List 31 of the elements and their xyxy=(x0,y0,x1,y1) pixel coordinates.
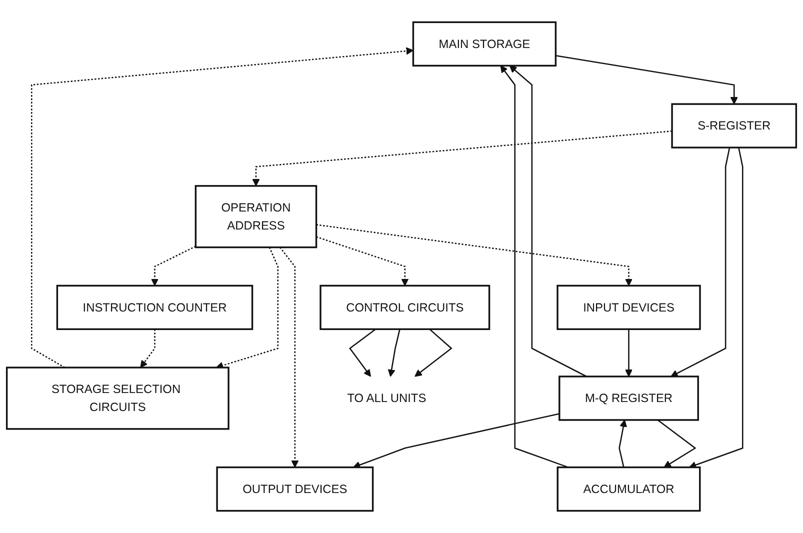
arrow xyxy=(670,147,730,377)
node-box: M-Q REGISTER xyxy=(558,376,699,421)
arrow xyxy=(151,246,196,286)
arrow xyxy=(316,236,409,286)
node-box: CONTROL CIRCUITS xyxy=(320,284,490,330)
node-box: OUTPUT DEVICES xyxy=(216,466,374,512)
arrow xyxy=(509,65,587,378)
arrow xyxy=(30,47,414,368)
arrow xyxy=(556,54,738,104)
node-box: INPUT DEVICES xyxy=(556,284,701,330)
arrow xyxy=(279,246,299,468)
arrow xyxy=(252,130,672,186)
arrow xyxy=(349,328,376,377)
arrow xyxy=(316,224,632,286)
node-box: OPERATION ADDRESS xyxy=(194,185,318,248)
arrow xyxy=(414,328,452,377)
arrow xyxy=(353,413,560,468)
arrow xyxy=(688,147,744,469)
node-box: STORAGE SELECTION CIRCUITS xyxy=(6,366,230,430)
node-box: INSTRUCTION COUNTER xyxy=(56,284,254,330)
arrow xyxy=(618,420,628,468)
arrow xyxy=(500,65,568,468)
arrow xyxy=(657,419,696,468)
node-box: ACCUMULATOR xyxy=(556,466,701,512)
arrow xyxy=(388,329,400,377)
arrow xyxy=(216,247,278,370)
arrow xyxy=(625,329,632,377)
node-box: S-REGISTER xyxy=(671,103,798,148)
arrow xyxy=(140,329,156,368)
node-text: TO ALL UNITS xyxy=(347,390,426,405)
node-box: MAIN STORAGE xyxy=(412,21,557,67)
